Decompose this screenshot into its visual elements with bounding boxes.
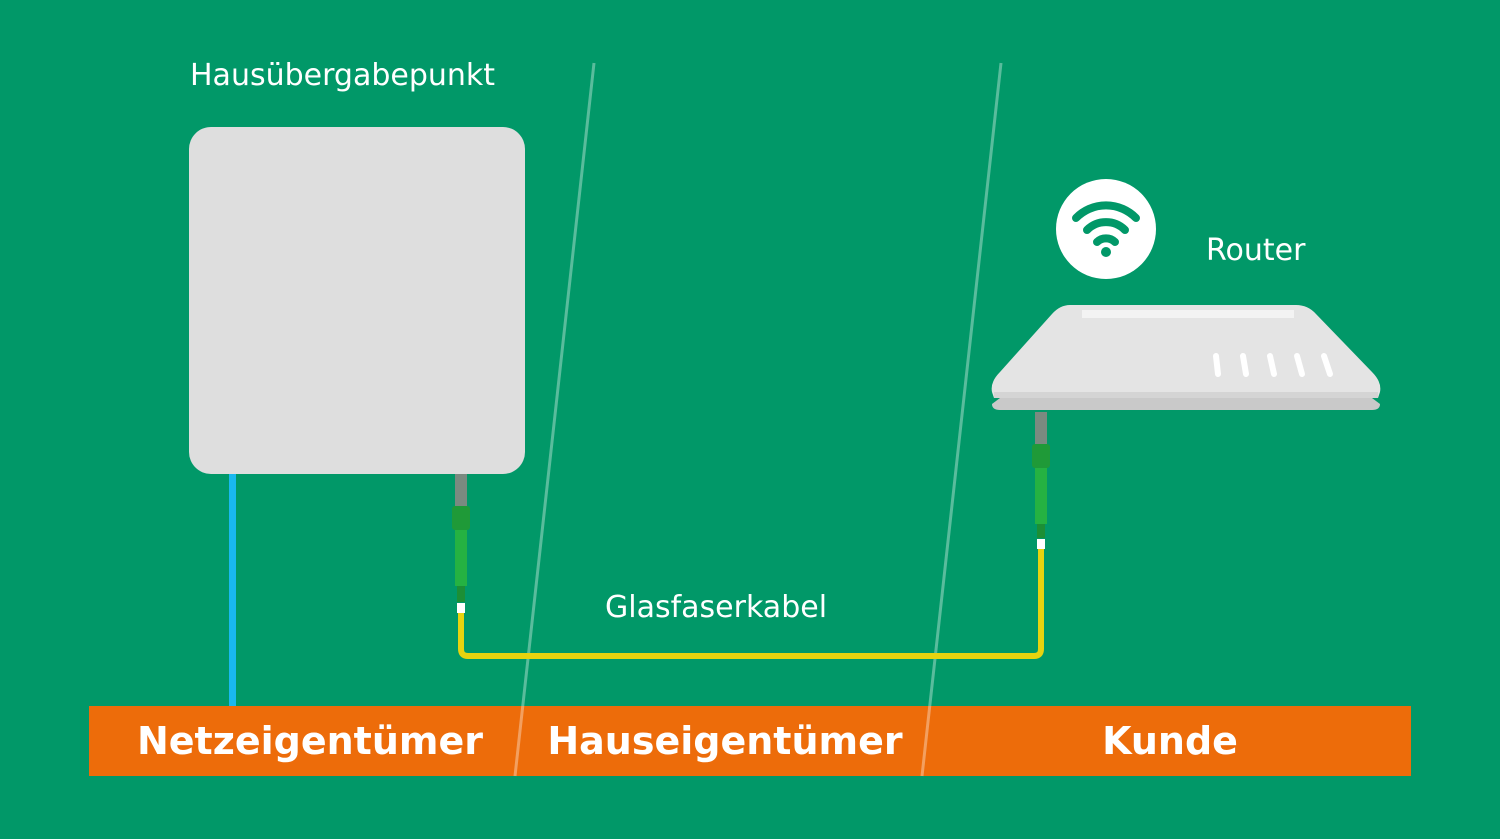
fiber-cable	[458, 548, 1044, 659]
fiber-connector-left	[452, 474, 470, 613]
fiber-connector-right	[1032, 412, 1050, 549]
router-icon	[991, 305, 1381, 410]
zone-divider-right	[920, 62, 1003, 777]
router-status-leds	[1213, 353, 1333, 377]
zone-customer: Kunde	[1102, 719, 1238, 763]
network-cable	[229, 470, 236, 706]
transfer-box	[189, 127, 525, 474]
fiber-cable-label: Glasfaserkabel	[605, 590, 828, 625]
zone-divider-left	[513, 62, 596, 777]
ownership-bar	[89, 706, 1411, 776]
transfer-point-label: Hausübergabepunkt	[190, 58, 496, 93]
zone-network-owner: Netzeigentümer	[136, 719, 483, 763]
router-label: Router	[1206, 233, 1306, 268]
wifi-icon	[1056, 179, 1156, 279]
zone-house-owner: Hauseigentümer	[547, 719, 903, 763]
